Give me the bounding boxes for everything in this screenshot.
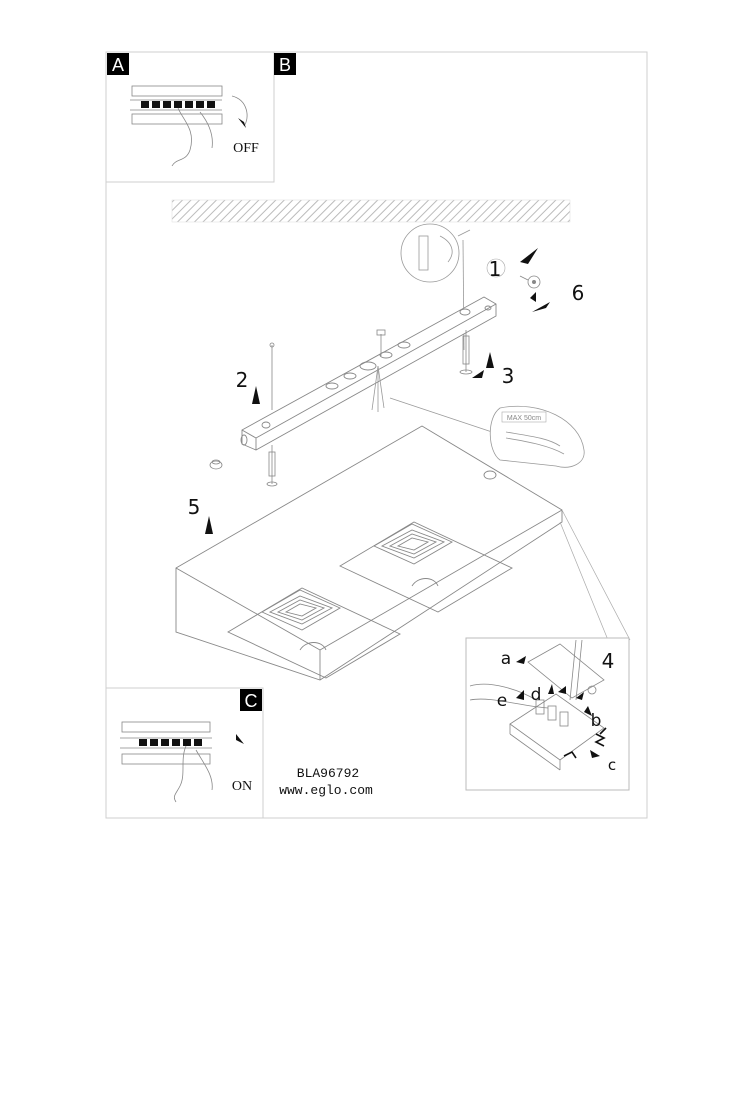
model-number: BLA96792 xyxy=(297,766,359,781)
step-4-number: 4 xyxy=(602,649,615,673)
step-2-number: 2 xyxy=(236,368,249,392)
arrow-icon xyxy=(472,370,484,378)
ceiling-hatch xyxy=(171,199,571,223)
panel-c-state: ON xyxy=(232,779,252,794)
panel-b-tag: B xyxy=(279,55,291,75)
wiring-letter-d: d xyxy=(531,685,542,705)
arrow-icon xyxy=(486,352,494,368)
arrow-icon xyxy=(252,386,260,404)
arrow-icon xyxy=(558,686,566,694)
arrow-icon xyxy=(548,684,554,694)
website: www.eglo.com xyxy=(279,783,373,798)
arrow-icon xyxy=(205,516,213,534)
wiring-letter-b: b xyxy=(591,711,602,731)
panel-b-tag-box xyxy=(274,53,296,75)
step-5-number: 5 xyxy=(188,495,201,519)
arrow-icon xyxy=(516,690,524,700)
step-6-number: 6 xyxy=(572,281,585,305)
cable-length-label: MAX 50cm xyxy=(507,415,541,422)
arrow-off-icon xyxy=(238,118,246,128)
step-6-callout: 6 xyxy=(519,275,585,312)
detail-leader-lines xyxy=(559,509,631,641)
screw-icon xyxy=(209,329,473,487)
step-1-callout: 1 xyxy=(486,248,538,281)
terminal-block-icon xyxy=(469,639,605,771)
arrow-icon xyxy=(576,692,584,700)
panel-a-tag-box xyxy=(107,53,129,75)
panel-c-tag-box xyxy=(240,689,262,711)
panel-b: B xyxy=(274,53,296,75)
step-3-number: 3 xyxy=(502,364,515,388)
panel-c: C ON xyxy=(105,687,264,819)
arrow-icon xyxy=(584,706,592,716)
step-5-callout: 5 xyxy=(188,495,213,534)
arrow-icon xyxy=(516,656,526,664)
panel-a-state: OFF xyxy=(233,141,259,156)
wiring-letter-c: c xyxy=(608,756,616,774)
wiring-detail-panel: 4 a e d b c xyxy=(465,637,630,791)
supply-wires xyxy=(371,365,493,433)
panel-c-tag: C xyxy=(245,691,258,711)
wiring-letter-e: e xyxy=(497,691,507,711)
mounting-bracket xyxy=(240,296,497,451)
arrow-icon xyxy=(532,302,550,312)
ceiling-light-fixture xyxy=(175,425,563,681)
arrow-on-icon xyxy=(236,734,244,744)
arrow-icon xyxy=(520,248,538,264)
arrow-icon xyxy=(530,292,536,302)
step-3-callout: 3 xyxy=(472,352,514,388)
step-2-callout: 2 xyxy=(236,368,260,404)
step-1-number: 1 xyxy=(489,257,502,281)
wiring-letter-a: a xyxy=(501,649,511,669)
panel-a-tag: A xyxy=(112,55,124,75)
breaker-on-icon xyxy=(120,721,213,803)
cable-length-detail: MAX 50cm xyxy=(489,405,585,468)
terminal-marker-icon xyxy=(563,727,607,759)
panel-a: A OFF xyxy=(105,51,275,183)
breaker-off-icon xyxy=(130,85,248,167)
arrow-icon xyxy=(590,750,600,758)
page-frame xyxy=(105,51,648,819)
